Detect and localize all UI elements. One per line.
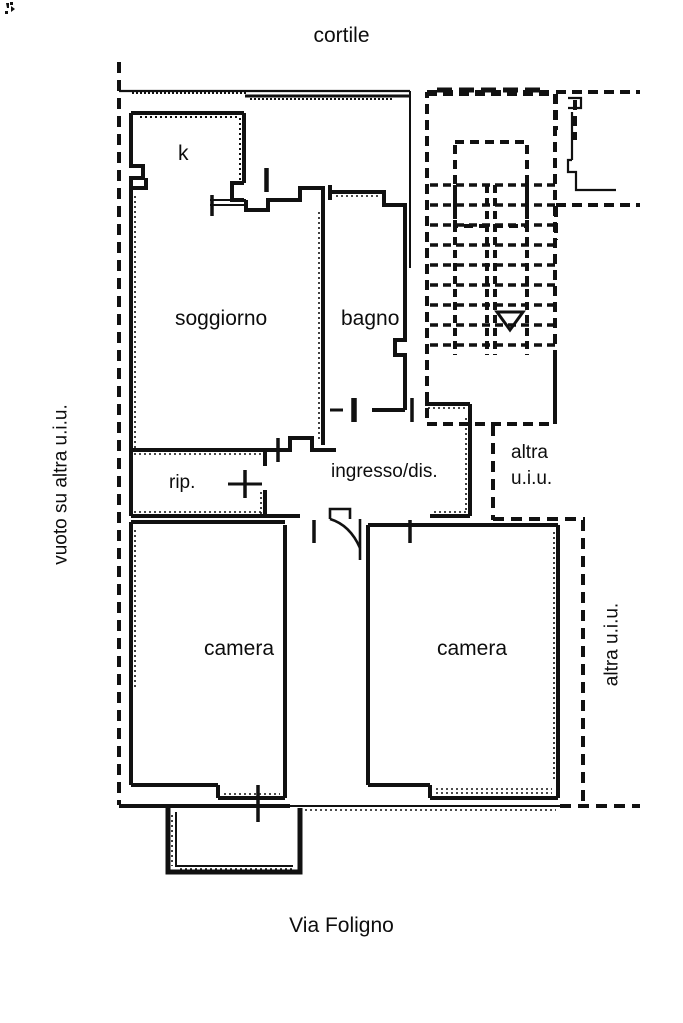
camera-left-hatch xyxy=(134,530,280,795)
other-unit-thin-detail xyxy=(566,96,616,192)
camera-right-hatch xyxy=(436,532,555,794)
soggiorno-left-jog xyxy=(131,178,148,190)
entrance-door-swing xyxy=(328,507,362,560)
room-camera-right-walls xyxy=(366,523,560,800)
kitchen-wall-hatch xyxy=(140,116,241,180)
label-vuoto-su-altra-uiu: vuoto su altra u.i.u. xyxy=(50,404,72,565)
label-altra-uiu-top: altra u.i.u. xyxy=(511,440,552,491)
room-camera-left-walls xyxy=(129,520,287,800)
balcony-outline xyxy=(165,808,303,875)
ripostiglio-door-symbol xyxy=(228,470,262,498)
room-ripostiglio-walls xyxy=(129,450,267,518)
label-room-kitchen: k xyxy=(178,142,189,165)
label-altra-uiu-right-side: altra u.i.u. xyxy=(601,602,623,687)
stair-stringers xyxy=(453,185,529,355)
label-via-foligno: Via Foligno xyxy=(289,914,394,937)
label-cortile: cortile xyxy=(313,24,370,47)
plan-boundary-dashed xyxy=(117,62,640,808)
bottom-exterior-wall xyxy=(119,804,560,811)
stairwell-flight-outline xyxy=(453,140,529,228)
ingresso-hatch xyxy=(434,418,468,513)
label-room-camera-right: camera xyxy=(437,637,508,660)
label-room-bagno: bagno xyxy=(341,307,400,330)
window-tick-marks xyxy=(265,168,355,422)
stair-treads xyxy=(430,183,555,347)
other-unit-dashed-detail xyxy=(554,90,640,240)
bagno-door-opening xyxy=(330,398,357,422)
exterior-walls-top xyxy=(119,89,411,268)
stairwell-landing xyxy=(425,360,557,426)
room-bagno-walls xyxy=(328,185,407,412)
room-ingresso-walls xyxy=(262,412,472,518)
label-altra-uiu-top-line1: altra xyxy=(511,442,548,463)
stairwell-bottom-wall xyxy=(425,402,472,414)
label-altra-uiu-top-line2: u.i.u. xyxy=(511,467,553,489)
label-room-ingresso: ingresso/dis. xyxy=(331,461,438,482)
label-room-camera-left: camera xyxy=(204,637,275,660)
room-soggiorno-walls xyxy=(129,186,325,452)
stair-down-arrow-icon xyxy=(494,310,526,333)
scan-artifact-mark xyxy=(5,2,15,14)
soggiorno-wall-hatch xyxy=(134,196,320,448)
ingresso-door-openings xyxy=(256,398,414,822)
ripostiglio-wall-hatch xyxy=(134,453,262,514)
label-room-ripostiglio: rip. xyxy=(169,472,196,493)
label-room-soggiorno: soggiorno xyxy=(175,307,268,330)
